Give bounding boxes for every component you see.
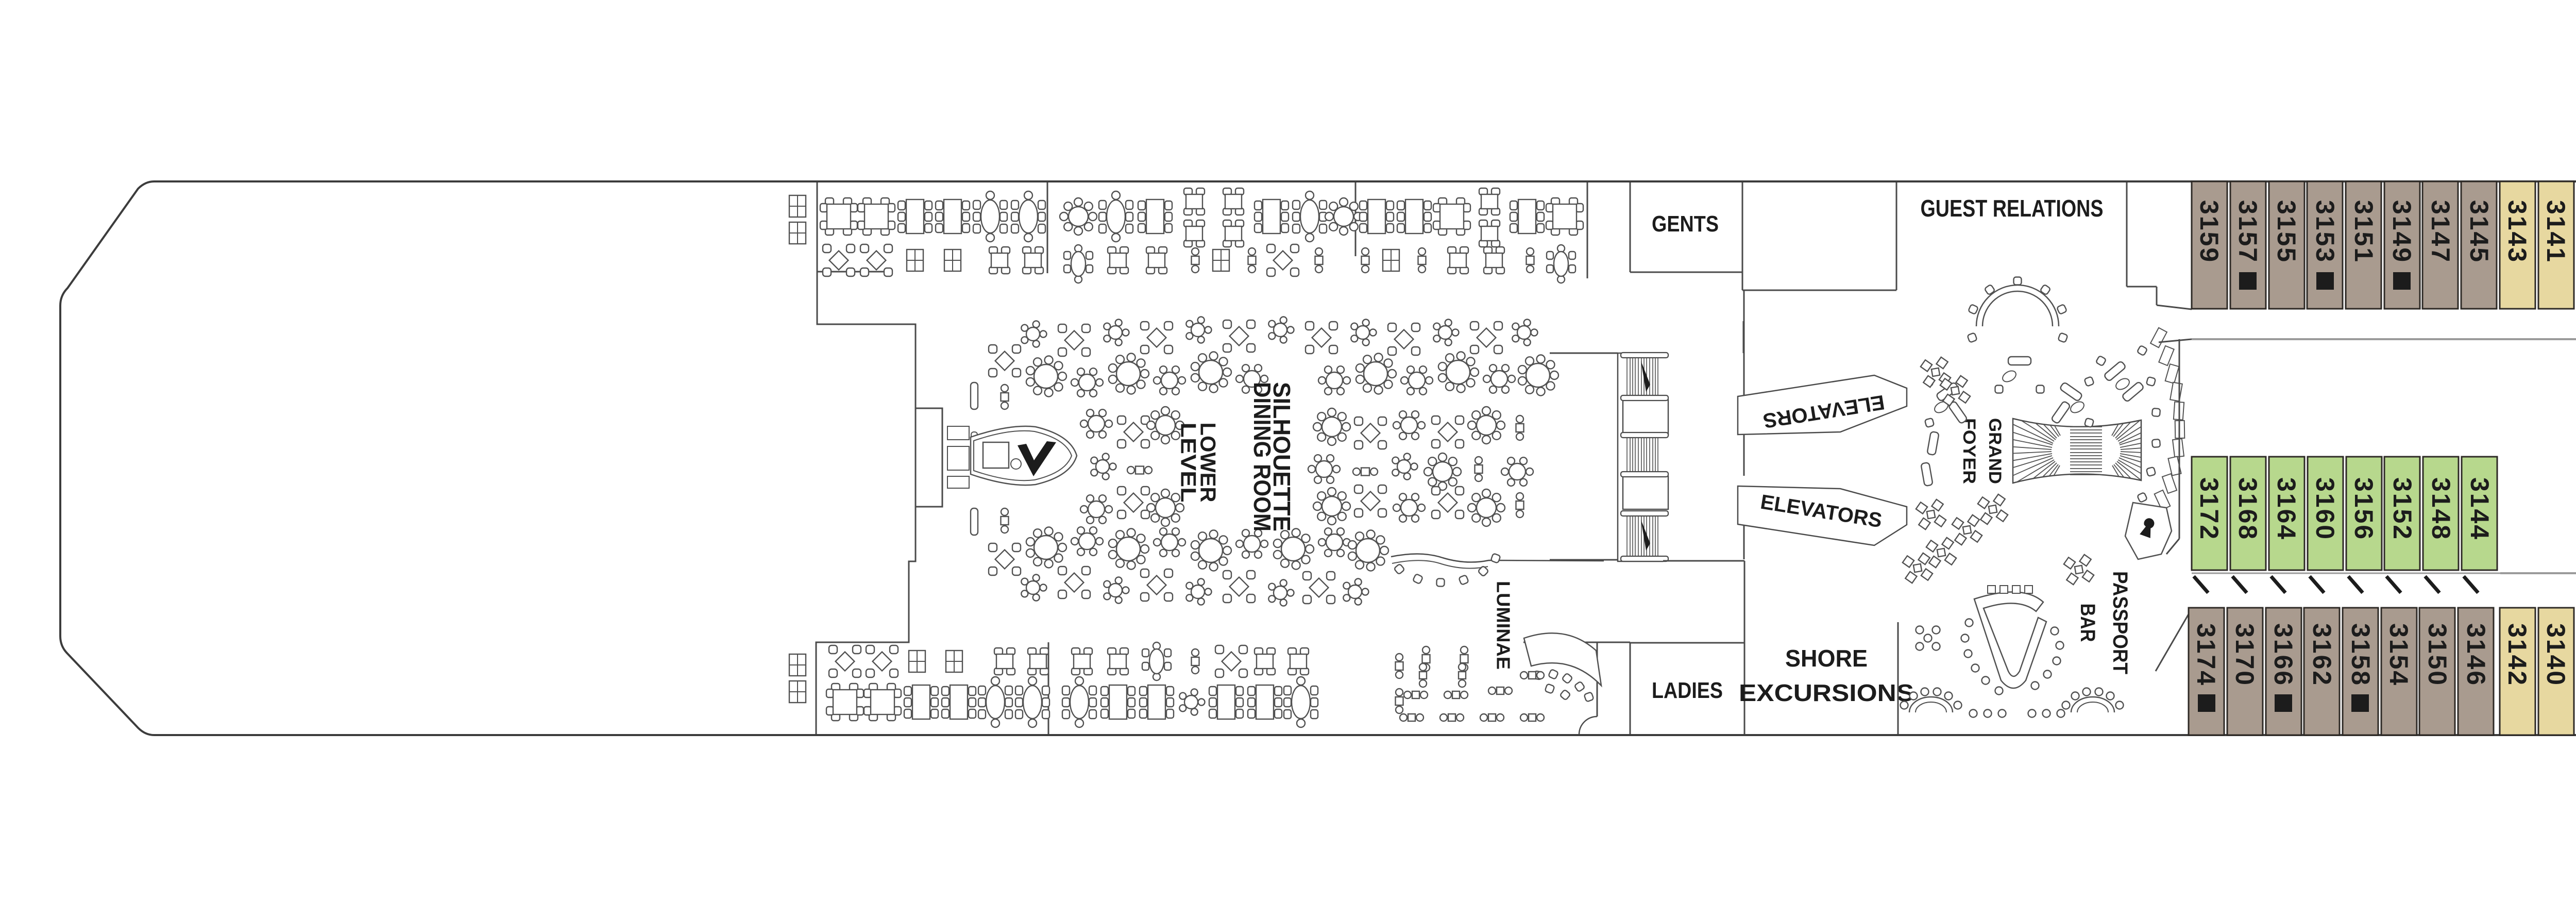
svg-text:DINING ROOM: DINING ROOM <box>1249 382 1276 531</box>
svg-text:LADIES: LADIES <box>1652 678 1723 703</box>
svg-text:GRAND: GRAND <box>1985 418 2005 484</box>
svg-text:LOWER: LOWER <box>1196 423 1221 503</box>
svg-text:SHORE: SHORE <box>1785 645 1868 672</box>
svg-text:PASSPORT: PASSPORT <box>2109 571 2131 674</box>
svg-text:SILHOUETTE: SILHOUETTE <box>1268 382 1295 531</box>
svg-text:GUEST RELATIONS: GUEST RELATIONS <box>1921 195 2104 222</box>
svg-text:GENTS: GENTS <box>1652 211 1719 237</box>
svg-text:FOYER: FOYER <box>1959 418 1979 484</box>
svg-text:LEVEL: LEVEL <box>1177 423 1201 503</box>
svg-text:LUMINAE: LUMINAE <box>1493 581 1514 670</box>
svg-text:BAR: BAR <box>2076 604 2099 642</box>
svg-text:EXCURSIONS: EXCURSIONS <box>1739 679 1914 706</box>
